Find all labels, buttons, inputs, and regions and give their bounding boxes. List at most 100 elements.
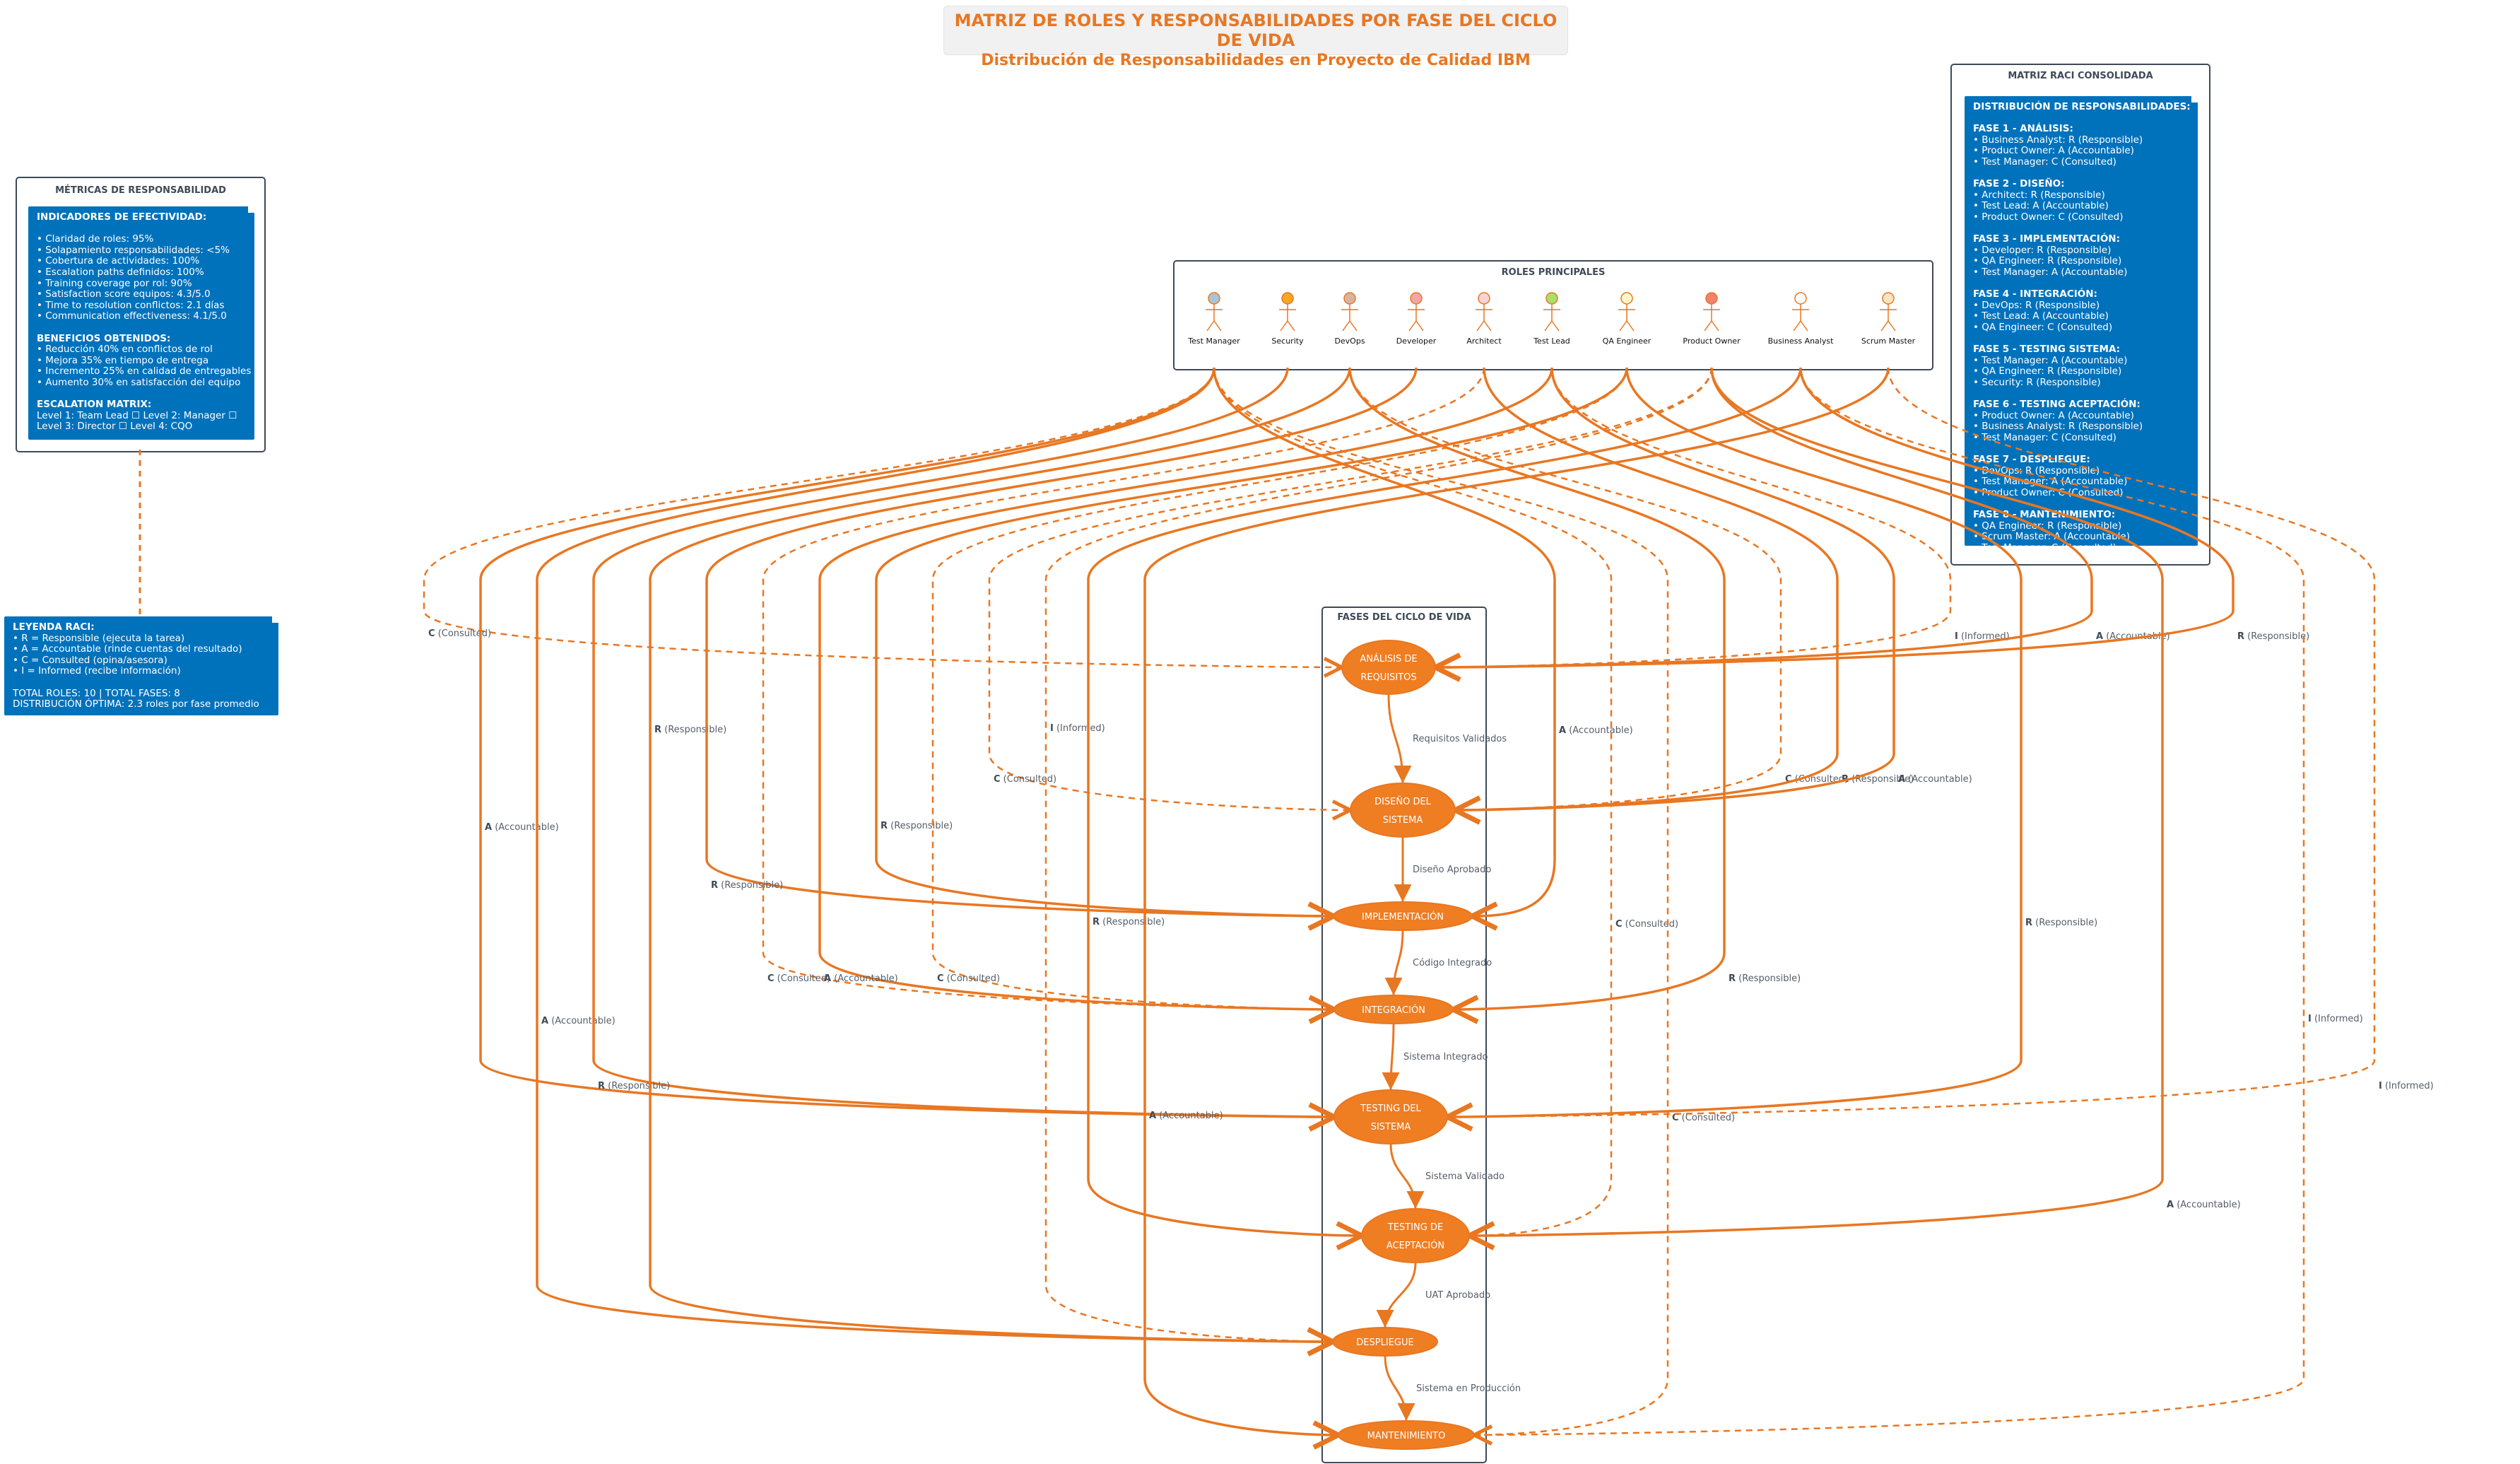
legend-line: • I = Informed (recibe información) [13,665,181,677]
phase-node [1332,1327,1438,1357]
metrics-line: • Training coverage por rol: 90% [37,277,192,289]
raci-edge-sm-p8 [1143,367,1890,1435]
raci-edge-label: A (Accountable) [1898,774,1972,785]
raci-text: (Responsible) [718,880,783,891]
raci-edge-arc-p4 [762,367,1485,1009]
raci-line: • Product Owner: C (Consulted) [1973,211,2124,223]
raci-line: • QA Engineer: R (Responsible) [1973,255,2122,267]
actor-leg [1888,320,1896,332]
raci-edge-label: R (Responsible) [1729,973,1801,984]
phase-flow-label: UAT Aprobado [1425,1290,1490,1301]
raci-code: R [711,880,718,891]
actor-head-icon [1208,292,1220,305]
raci-edge-dv-p3 [705,367,1418,916]
raci-edge-label: R (Responsible) [2025,918,2097,928]
raci-line: • Product Owner: C (Consulted) [1973,486,2124,498]
phase-node [1333,995,1454,1024]
legend-line: • A = Accountable (rinde cuentas del res… [13,643,242,655]
phase-label: IMPLEMENTACIÓN [1362,911,1444,923]
raci-line: • Business Analyst: R (Responsible) [1973,134,2143,146]
raci-edge-label: A (Accountable) [1559,725,1633,736]
actor-leg [1206,320,1215,332]
raci-line: • Test Manager: A (Accountable) [1973,266,2128,278]
raci-line: • Product Owner: A (Accountable) [1973,409,2134,421]
raci-line: FASE 6 - TESTING ACEPTACIÓN: [1973,399,2141,411]
actor-leg [1711,320,1719,332]
raci-text: (Responsible) [1849,774,1914,785]
phase-label: REQUISITOS [1360,672,1416,683]
actor-leg [1483,320,1492,332]
metrics-panel: MÉTRICAS DE RESPONSABILIDAD INDICADORES … [16,177,266,452]
raci-text: (Responsible) [661,725,726,735]
diagram-title-box: MATRIZ DE ROLES Y RESPONSABILIDADES POR … [943,6,1568,69]
raci-edge-tm-p1 [423,367,1342,667]
actor-head-icon [1281,292,1294,305]
raci-text: (Accountable) [2174,1200,2241,1210]
raci-edge-label: A (Accountable) [541,1016,616,1026]
raci-line: • QA Engineer: R (Responsible) [1973,365,2122,377]
raci-edge-dev-p4 [1348,367,1726,1009]
actor-tm: Test Manager [1187,292,1240,346]
metrics-line: • Mejora 35% en tiempo de entrega [37,354,209,366]
actor-leg [1704,320,1712,332]
raci-text: (Accountable) [831,973,898,984]
raci-code: A [1898,774,1905,785]
raci-text: (Responsible) [2244,631,2309,642]
phases-panel-title: FASES DEL CICLO DE VIDA [1337,612,1471,623]
raci-edge-label: A (Accountable) [2167,1200,2241,1210]
actor-head-icon [1882,292,1895,305]
raci-code: A [2096,631,2103,642]
raci-edge-label: R (Responsible) [598,1081,670,1091]
raci-edge-label: R (Responsible) [881,821,953,831]
raci-text: (Informed) [2382,1081,2434,1091]
metrics-line: Level 3: Director ☐ Level 4: CQO [37,421,193,433]
raci-edge-tm-p7 [536,367,1333,1342]
actor-sm: Scrum Master [1861,292,1916,346]
raci-code: R [881,821,888,831]
raci-edge-label: R (Responsible) [2237,631,2309,642]
raci-line: FASE 4 - INTEGRACIÓN: [1973,288,2097,300]
phase-flow-label: Diseño Aprobado [1413,865,1491,875]
metrics-note: INDICADORES DE EFECTIVIDAD:• Claridad de… [28,206,254,440]
raci-text: (Informed) [1054,723,1105,734]
phase-node [1338,1420,1475,1450]
phase-flow-label: Sistema en Producción [1416,1383,1521,1394]
phase-flow-edge [1376,1262,1417,1328]
raci-code: C [994,774,1001,785]
metrics-line: • Solapamiento responsabilidades: <5% [37,244,230,256]
raci-text: (Consulted) [775,973,831,984]
raci-line: • Test Lead: A (Accountable) [1973,310,2109,322]
metrics-line: ESCALATION MATRIX: [37,399,152,411]
raci-line: FASE 8 - MANTENIMIENTO: [1973,508,2116,520]
raci-edge-label: C (Consulted) [994,774,1056,785]
raci-line: • QA Engineer: C (Consulted) [1973,321,2113,333]
phase-flow-label: Sistema Integrado [1403,1052,1488,1062]
raci-text: (Consulted) [435,628,492,639]
actor-leg [1476,320,1485,332]
raci-edge-label: C (Consulted) [428,628,491,639]
raci-edge-dev-p7 [649,367,1351,1342]
raci-edge-tm-p5 [479,367,1334,1117]
raci-code: C [767,973,775,984]
raci-line: FASE 5 - TESTING SISTEMA: [1973,344,2121,356]
raci-edge-label: R (Responsible) [654,725,726,735]
actor-tl: Test Lead [1533,292,1570,346]
raci-line: • Test Lead: A (Accountable) [1973,200,2109,212]
raci-line: FASE 7 - DESPLIEGUE: [1973,454,2090,465]
raci-edge-qa-p5 [1447,367,2023,1117]
raci-line: • DevOps: R (Responsible) [1973,299,2100,311]
raci-code: R [654,725,661,735]
raci-line: • Security: R (Responsible) [1973,376,2101,388]
raci-edge-label: R (Responsible) [711,880,783,891]
raci-edge-label: A (Accountable) [485,822,559,833]
raci-text: (Responsible) [1100,917,1165,927]
phase-p8: MANTENIMIENTO [1338,1420,1475,1450]
raci-line: • Test Manager: C (Consulted) [1973,431,2116,443]
phase-flow-edge [1382,1023,1400,1091]
raci-code: C [1785,774,1792,785]
raci-code: A [1559,725,1566,736]
